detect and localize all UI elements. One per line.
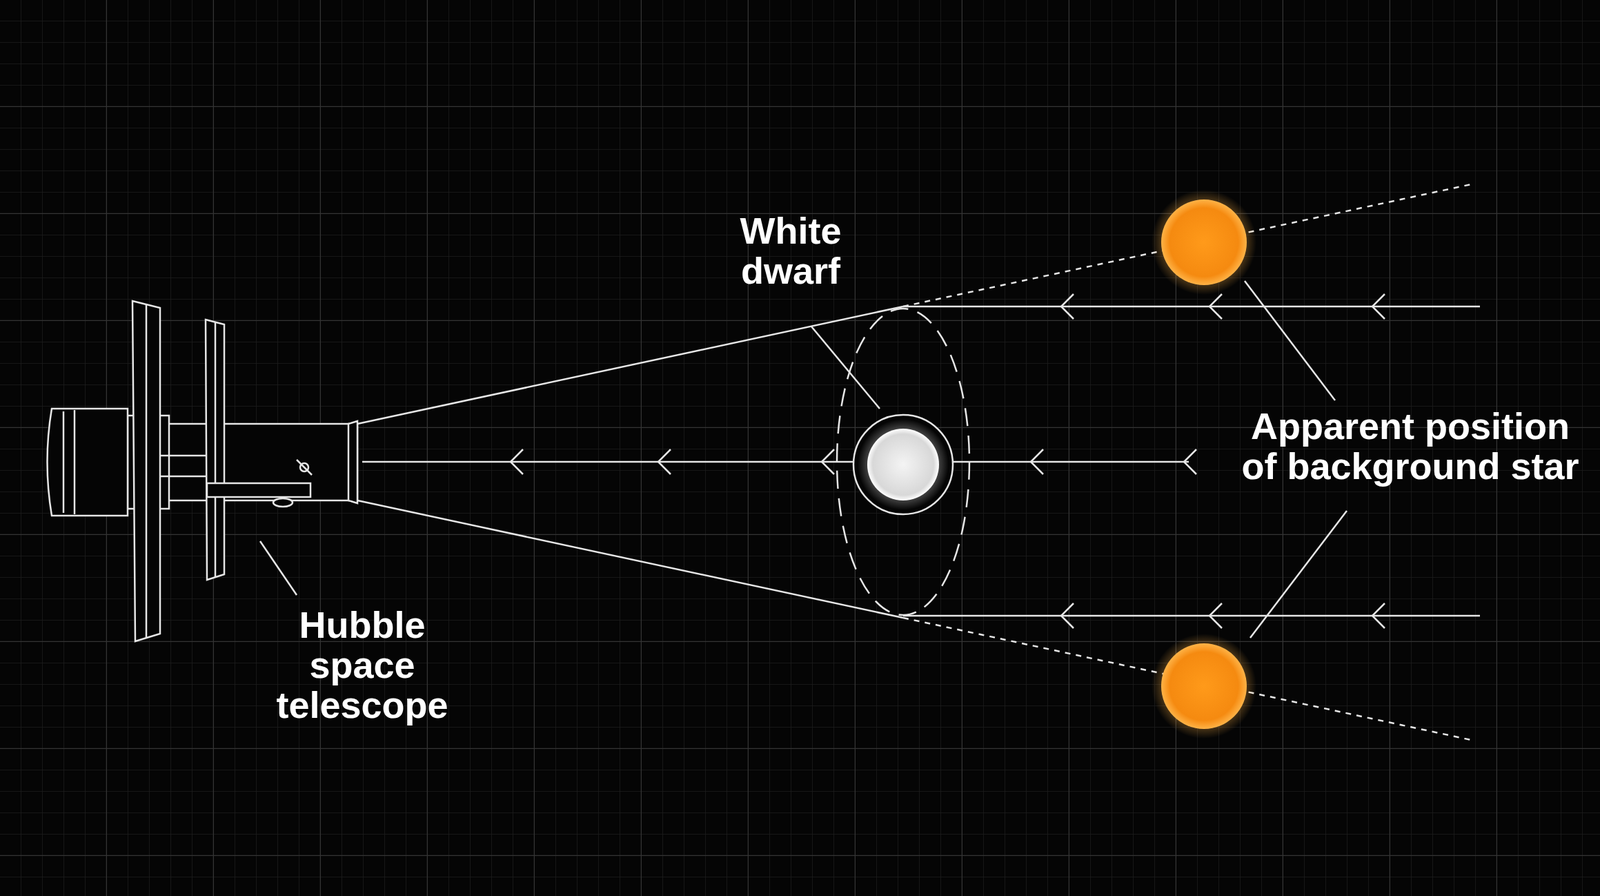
background-star: [1161, 199, 1247, 285]
background-star: [1161, 643, 1247, 729]
leader-lines: [260, 280, 1347, 638]
white-dwarf-label: White dwarf: [700, 210, 881, 291]
star-glow: [1151, 633, 1257, 739]
telescope-label: Hubble space telescope: [258, 604, 466, 725]
white-dwarf-ring: [853, 414, 953, 515]
lens-ellipse: [836, 308, 970, 615]
white-dwarf-glow: [857, 418, 949, 510]
white-dwarf: [867, 428, 940, 501]
star-glow: [1151, 189, 1257, 295]
star-label: Apparent position of background star: [1237, 405, 1583, 486]
hubble-telescope: [47, 300, 359, 641]
